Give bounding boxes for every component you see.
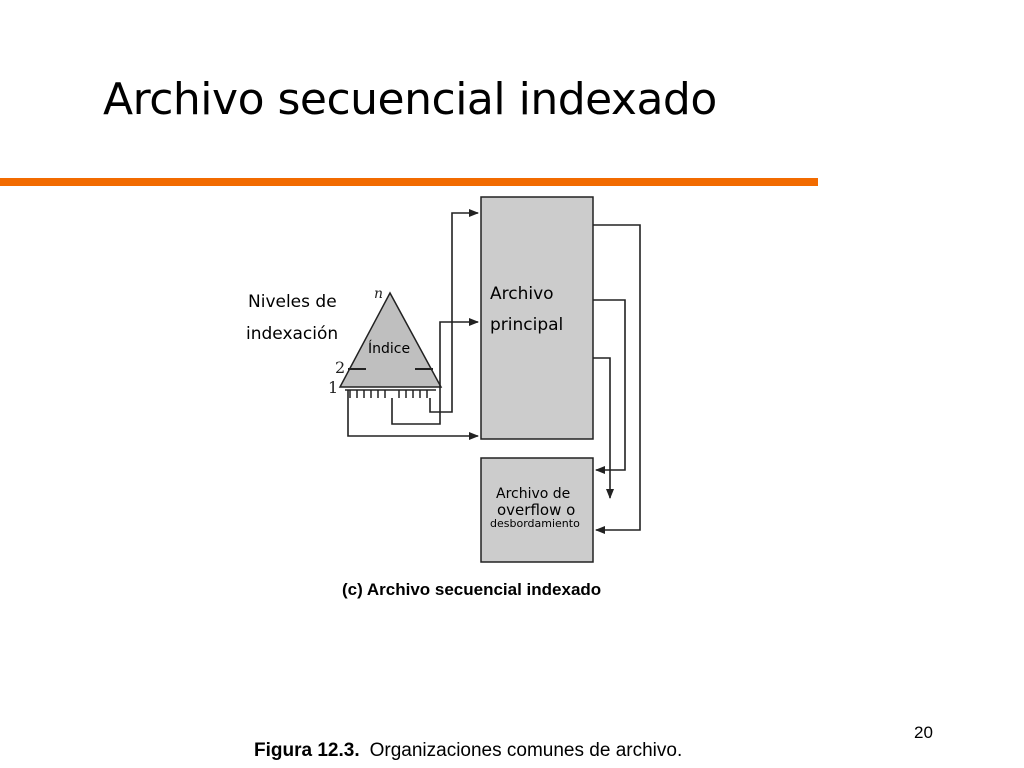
figure-text: Organizaciones comunes de archivo.: [369, 740, 683, 761]
main-to-overflow-arrow-1: [593, 299, 626, 474]
figure-label: Figura 12.3.: [254, 740, 360, 761]
level-1-comb: [345, 389, 436, 398]
slide-title: Archivo secuencial indexado: [103, 74, 717, 125]
overflow-label-line2: overflow o: [497, 501, 576, 519]
page-number: 20: [914, 723, 933, 742]
diagram-caption: (c) Archivo secuencial indexado: [342, 580, 602, 599]
levels-label-line2: indexación: [246, 324, 339, 344]
levels-label-line1: Niveles de: [248, 292, 337, 312]
title-divider: [0, 178, 818, 186]
overflow-label-line1: Archivo de: [496, 486, 571, 502]
main-file-label-line2: principal: [490, 315, 564, 335]
level-n-label: n: [374, 286, 383, 302]
overflow-label-line3: desbordamiento: [490, 517, 580, 530]
index-to-main-bottom-arrow: [347, 390, 479, 440]
figure-caption: Figura 12.3. Organizaciones comunes de ar…: [254, 740, 682, 762]
index-triangle: [338, 291, 443, 388]
main-to-overflow-arrow-3: [593, 224, 641, 534]
main-to-overflow-arrow-2: [593, 357, 614, 499]
overflow-file-box: [480, 457, 594, 563]
index-to-main-top-arrow: [429, 209, 479, 413]
main-file-box: [480, 196, 594, 440]
level-2-label: 2: [335, 358, 345, 377]
index-label: Índice: [368, 341, 411, 357]
level-1-label: 1: [328, 378, 338, 397]
main-file-label-line1: Archivo: [490, 284, 554, 304]
